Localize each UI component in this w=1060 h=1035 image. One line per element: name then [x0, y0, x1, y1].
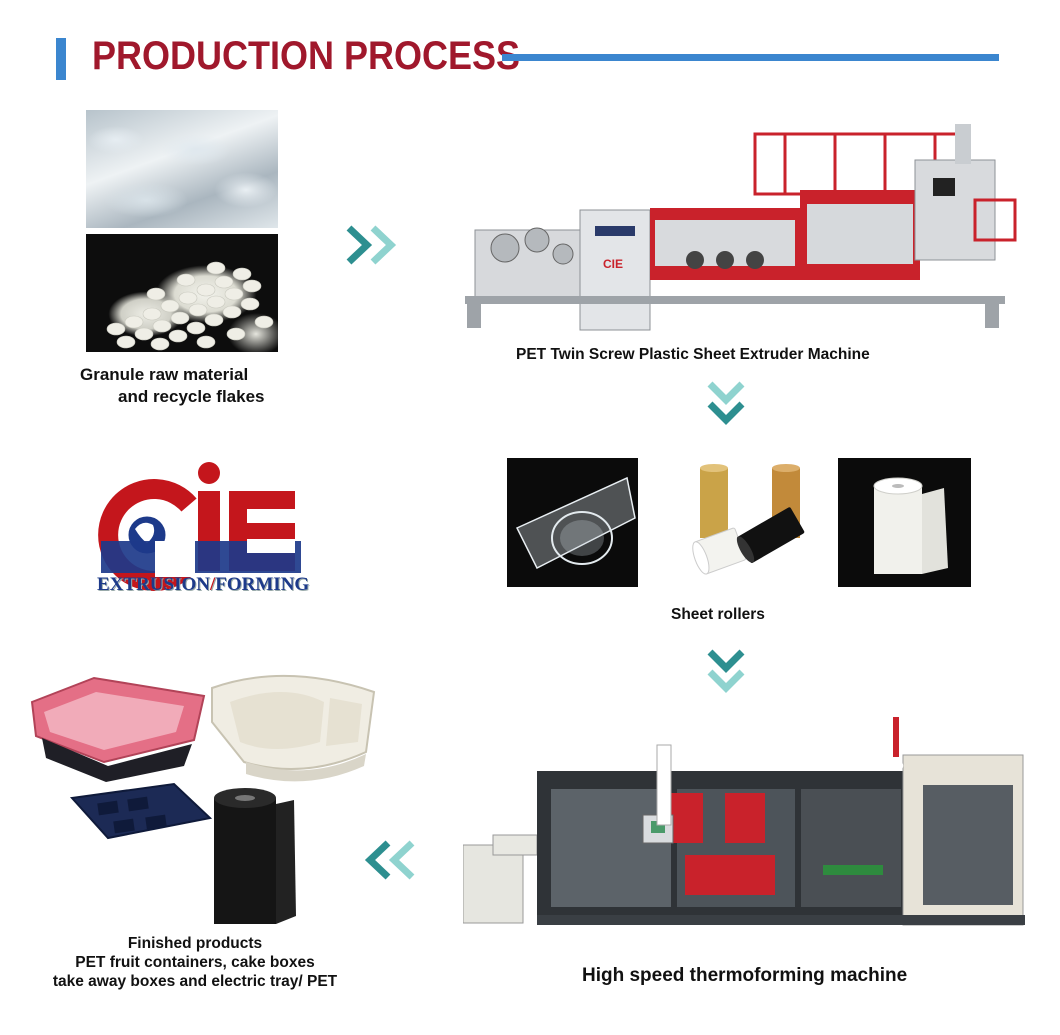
- header-divider: [502, 54, 999, 61]
- chevron-down-icon: [707, 381, 745, 425]
- products-caption-line3: take away boxes and electric tray/ PET: [52, 973, 338, 990]
- raw-caption-line1: Granule raw material: [80, 365, 249, 384]
- products-caption-line2: PET fruit containers, cake boxes: [75, 954, 315, 971]
- thermoforming-machine-image: T800: [463, 717, 1025, 926]
- chevron-right-icon: [346, 225, 397, 265]
- sheet-rollers-caption: Sheet rollers: [671, 606, 765, 623]
- white-sheet-roll-photo: [838, 458, 971, 587]
- chevron-down-icon: [707, 649, 745, 693]
- logo-tagline: EXTRUSION/FORMING: [97, 574, 309, 596]
- finished-products-caption: Finished products PET fruit containers, …: [30, 934, 360, 991]
- cie-logo: [98, 462, 301, 591]
- logo-tagline-forming: FORMING: [215, 574, 310, 595]
- extruder-caption: PET Twin Screw Plastic Sheet Extruder Ma…: [516, 346, 870, 363]
- machine-logo: CIE: [603, 257, 623, 271]
- products-caption-line1: Finished products: [127, 935, 263, 952]
- raw-material-caption: Granule raw material and recycle flakes: [80, 364, 320, 408]
- title-accent-bar: [56, 38, 66, 80]
- finished-products-image: [30, 674, 376, 924]
- chevron-left-icon: [364, 840, 415, 880]
- logo-tagline-extrusion: EXTRUSION: [97, 574, 210, 595]
- raw-caption-line2: and recycle flakes: [118, 387, 265, 406]
- page-title: PRODUCTION PROCESS: [92, 34, 521, 78]
- colored-sheet-rolls-photo: [690, 462, 820, 580]
- sheet-extruder-machine-image: CIE: [465, 124, 1017, 331]
- recycle-flakes-photo: [86, 110, 278, 228]
- machine-model-label: T800: [883, 761, 904, 771]
- logo-tagline-slash: /: [209, 574, 216, 595]
- granule-photo: [86, 234, 278, 352]
- thermoforming-caption: High speed thermoforming machine: [582, 965, 908, 986]
- clear-sheet-roll-photo: [507, 458, 638, 587]
